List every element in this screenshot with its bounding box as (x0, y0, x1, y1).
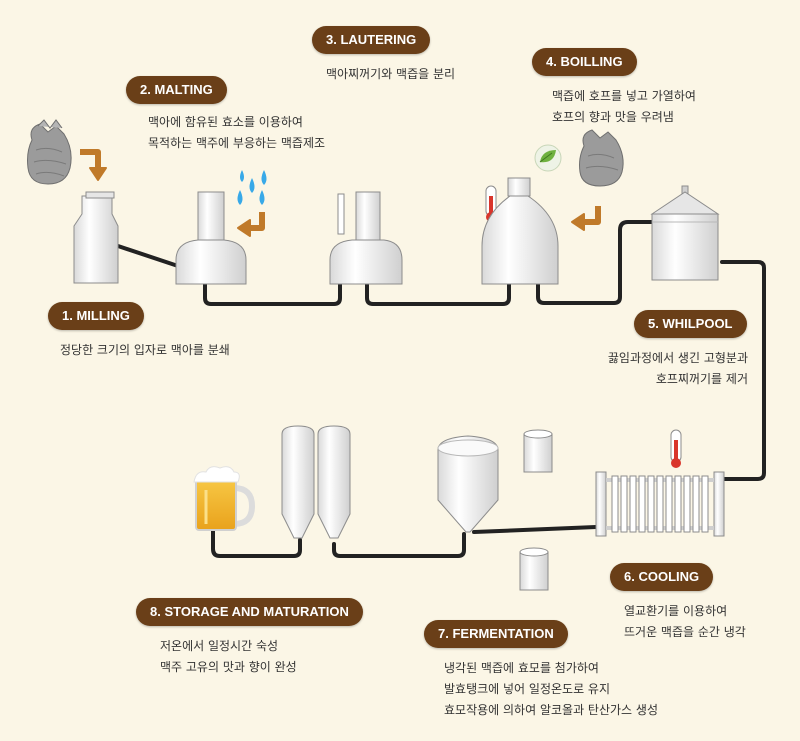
yeast-can-top (523, 429, 553, 473)
pipe-whirlpool-to-cooler (720, 260, 766, 481)
mill-vessel (73, 191, 119, 284)
step-desc-line: 열교환기를 이용하여 (624, 604, 728, 618)
storage-tank-right (317, 425, 351, 539)
lauter-tun-vessel (329, 191, 403, 285)
step-label-fermentation: 7. FERMENTATION (424, 620, 568, 648)
mash-tun-vessel (175, 191, 247, 285)
step-desc-line: 맥주 고유의 맛과 향이 완성 (160, 660, 297, 674)
pipe-mash-to-lauter (203, 280, 342, 306)
arrow-icon (237, 212, 265, 237)
heat-exchanger-plate (629, 475, 637, 533)
step-desc-milling: 정당한 크기의 입자로 맥아를 분쇄 (60, 340, 230, 361)
grain-sack-icon (27, 119, 72, 185)
step-label-whilpool: 5. WHILPOOL (634, 310, 747, 338)
step-desc-malting: 맥아에 함유된 효소를 이용하여 목적하는 맥주에 부응하는 맥즙제조 (148, 112, 325, 154)
heat-exchanger (595, 471, 725, 537)
heat-exchanger-plate (665, 475, 673, 533)
heat-exchanger-plate (701, 475, 709, 533)
pipes (116, 220, 766, 558)
step-desc-line: 뜨거운 맥즙을 순간 냉각 (624, 625, 746, 639)
heat-exchanger-plate (647, 475, 655, 533)
arrow-icon (80, 149, 107, 181)
hop-leaf-icon (534, 144, 562, 172)
step-desc-line: 정당한 크기의 입자로 맥아를 분쇄 (60, 343, 230, 357)
step-desc-whilpool: 끓임과정에서 생긴 고형분과 호프찌꺼기를 제거 (608, 348, 748, 390)
step-label-boilling: 4. BOILLING (532, 48, 637, 76)
step-desc-line: 맥아에 함유된 효소를 이용하여 (148, 115, 303, 129)
heat-exchanger-plate (638, 475, 646, 533)
step-desc-storage: 저온에서 일정시간 숙성 맥주 고유의 맛과 향이 완성 (160, 636, 297, 678)
step-desc-boilling: 맥즙에 호프를 넣고 가열하여 호프의 향과 맛을 우려냄 (552, 86, 696, 128)
brew-kettle-vessel (481, 177, 559, 285)
storage-tank-left (281, 425, 315, 539)
pipe-mill-to-mash (116, 244, 180, 268)
pipe-storage-to-glass (211, 528, 302, 558)
water-drops-icon (237, 170, 267, 205)
step-desc-cooling: 열교환기를 이용하여 뜨거운 맥즙을 순간 냉각 (624, 601, 746, 643)
step-desc-line: 효모작용에 의하여 알코올과 탄산가스 생성 (444, 703, 658, 717)
step-desc-line: 저온에서 일정시간 숙성 (160, 639, 279, 653)
step-desc-line: 발효탱크에 넣어 일정온도로 유지 (444, 682, 611, 696)
step-desc-line: 맥아찌꺼기와 맥즙을 분리 (326, 67, 456, 81)
step-desc-line: 냉각된 맥즙에 효모를 첨가하여 (444, 661, 599, 675)
yeast-can-bottom (519, 547, 549, 591)
thermometer-icon (670, 429, 682, 468)
heat-exchanger-plate (620, 475, 628, 533)
pipe-cooler-to-fermenter (472, 525, 598, 534)
step-label-cooling: 6. COOLING (610, 563, 714, 591)
step-desc-fermentation: 냉각된 맥즙에 효모를 첨가하여 발효탱크에 넣어 일정온도로 유지 효모작용에… (444, 658, 658, 721)
fermentation-tank (437, 435, 499, 533)
heat-exchanger-plate (611, 475, 619, 533)
whirlpool-tank (650, 185, 720, 281)
step-desc-line: 목적하는 맥주에 부응하는 맥즙제조 (148, 136, 326, 150)
heat-exchanger-plate (674, 475, 682, 533)
step-label-storage: 8. STORAGE AND MATURATION (136, 598, 363, 626)
step-label-milling: 1. MILLING (48, 302, 144, 330)
pipe-fermenter-to-storage (332, 532, 466, 558)
beer-mug-icon (193, 466, 256, 531)
heat-exchanger-plate (683, 475, 691, 533)
step-desc-lautering: 맥아찌꺼기와 맥즙을 분리 (326, 64, 455, 85)
pipe-kettle-to-whirlpool (536, 220, 658, 305)
heat-exchanger-plate (692, 475, 700, 533)
arrow-icon (571, 206, 601, 231)
step-desc-line: 끓임과정에서 생긴 고형분과 (607, 351, 748, 365)
step-desc-line: 맥즙에 호프를 넣고 가열하여 (552, 89, 696, 103)
grain-sack-icon (579, 129, 624, 187)
step-desc-line: 호프찌꺼기를 제거 (655, 372, 748, 386)
step-label-lautering: 3. LAUTERING (312, 26, 431, 54)
step-label-malting: 2. MALTING (126, 76, 227, 104)
step-desc-line: 호프의 향과 맛을 우려냄 (552, 110, 674, 124)
pipe-lauter-to-kettle (365, 280, 511, 306)
heat-exchanger-plate (656, 475, 664, 533)
